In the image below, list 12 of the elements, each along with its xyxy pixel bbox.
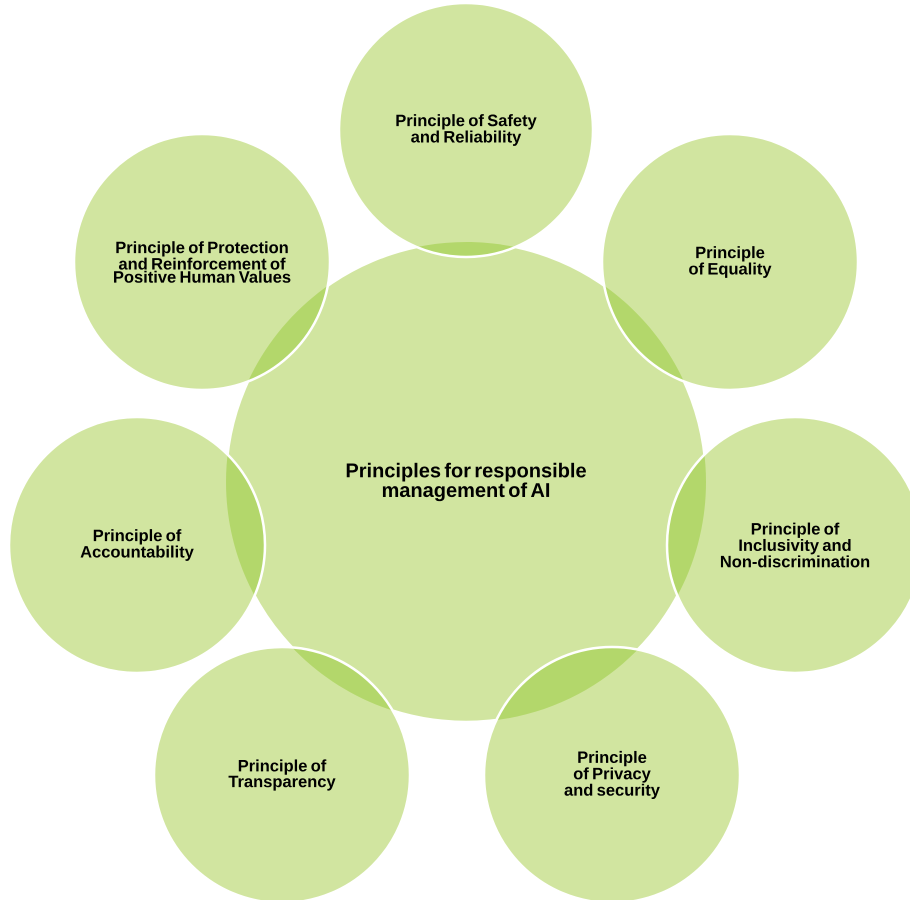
circle-node: Principle of Privacy and security <box>482 646 742 900</box>
node-label: Principle of Inclusivity and Non-discrimination <box>720 522 870 568</box>
circle-node: Principle of Protection and Reinforcement of Positive Human Values <box>72 132 332 392</box>
node-label: Principle of Accountability <box>80 529 194 561</box>
node-label: Principle of Safety and Reliability <box>396 114 537 146</box>
circle-node: Principle of Equality <box>600 132 860 392</box>
node-label: Principle of Privacy and security <box>564 750 660 800</box>
circle-node: Principle of Accountability <box>8 416 266 674</box>
circle-node: Principle of Safety and Reliability <box>338 2 594 258</box>
circle-node: Principle of Transparency <box>152 646 412 900</box>
node-label: Principle of Transparency <box>228 759 336 791</box>
circle-node: Principle of Inclusivity and Non-discrimination <box>666 416 910 674</box>
